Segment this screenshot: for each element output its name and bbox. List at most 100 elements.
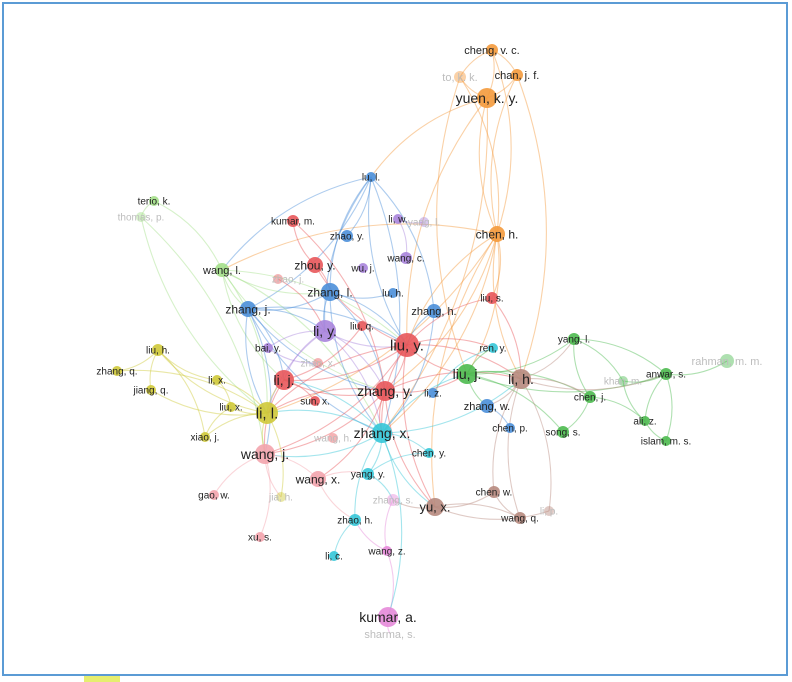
author-node-chen-h[interactable] — [489, 226, 505, 242]
author-node-chan-jf[interactable] — [511, 69, 523, 81]
author-node-ren-y[interactable] — [488, 343, 498, 353]
author-node-zhao-x[interactable] — [313, 358, 323, 368]
author-label-chen-p: chen, p. — [492, 424, 528, 435]
coauthor-link — [406, 233, 498, 346]
author-label-li-c: li, c. — [325, 552, 343, 563]
author-node-li-j[interactable] — [274, 370, 294, 390]
author-node-zhang-h[interactable] — [427, 304, 441, 318]
author-node-islam-ms[interactable] — [661, 436, 671, 446]
coauthor-link — [434, 506, 550, 520]
author-node-zhao-y[interactable] — [341, 230, 353, 242]
author-node-chen-y[interactable] — [424, 448, 434, 458]
author-node-liu-h[interactable] — [152, 344, 164, 356]
author-node-zhang-q[interactable] — [112, 366, 122, 376]
author-node-li-p[interactable] — [544, 506, 554, 516]
coauthor-link — [264, 390, 386, 455]
coauthor-link — [665, 360, 728, 376]
author-node-li-y[interactable] — [314, 320, 336, 342]
author-node-liu-s[interactable] — [486, 292, 498, 304]
author-node-bai-y[interactable] — [263, 343, 273, 353]
author-node-li-x[interactable] — [212, 375, 222, 385]
author-node-sun-x[interactable] — [310, 396, 320, 406]
author-node-yang-l[interactable] — [568, 333, 580, 345]
author-label-liu-q: liu, q. — [350, 322, 374, 333]
coauthor-link — [370, 97, 488, 178]
author-node-jia-h[interactable] — [276, 492, 286, 502]
author-node-terio-k[interactable] — [149, 196, 159, 206]
author-node-li-w[interactable] — [393, 214, 403, 224]
author-label-yu-x: yu, x. — [419, 500, 450, 515]
author-node-yu-x[interactable] — [426, 498, 444, 516]
author-label-yang-l: yang, l. — [558, 335, 590, 346]
author-node-wang-h[interactable] — [328, 433, 338, 443]
author-node-ali-z[interactable] — [640, 416, 650, 426]
author-node-lu-l[interactable] — [366, 172, 376, 182]
author-node-li-z[interactable] — [428, 388, 438, 398]
author-node-kumar-a[interactable] — [378, 607, 398, 627]
coauthor-link — [434, 503, 521, 519]
coauthor-link — [314, 264, 408, 346]
coauthor-link — [381, 310, 435, 434]
author-node-anwar-s[interactable] — [660, 368, 672, 380]
author-node-liu-y[interactable] — [395, 333, 419, 357]
author-node-liu-j[interactable] — [457, 364, 477, 384]
author-node-zhang-j[interactable] — [240, 301, 256, 317]
author-node-zhang-s[interactable] — [387, 494, 399, 506]
author-node-yang-y[interactable] — [362, 468, 374, 480]
author-node-thomas-p[interactable] — [136, 212, 146, 222]
author-node-zhang-l[interactable] — [321, 283, 339, 301]
author-node-chen-j[interactable] — [584, 391, 596, 403]
author-node-zhao-h[interactable] — [349, 514, 361, 526]
coauthor-link — [153, 200, 223, 271]
coauthor-link — [283, 379, 383, 434]
author-node-gao-w[interactable] — [209, 490, 219, 500]
author-node-xu-s[interactable] — [255, 532, 265, 542]
coauthor-link — [247, 308, 272, 455]
author-node-chen-w[interactable] — [488, 486, 500, 498]
coauthor-link — [221, 223, 498, 271]
author-node-wang-c[interactable] — [400, 252, 412, 264]
author-label-ali-z: ali, z. — [633, 417, 656, 428]
author-node-khan-m[interactable] — [618, 376, 628, 386]
author-label-kumar-m: kumar, m. — [271, 217, 315, 228]
coauthor-link — [247, 306, 408, 346]
author-node-wu-j[interactable] — [358, 263, 368, 273]
author-node-wang-j[interactable] — [255, 444, 275, 464]
author-node-li-h[interactable] — [511, 369, 531, 389]
author-node-zhou-y[interactable] — [307, 257, 323, 273]
author-node-zhao-j[interactable] — [273, 274, 283, 284]
author-node-kumar-m[interactable] — [287, 215, 299, 227]
coauthor-link — [573, 338, 667, 375]
coauthor-link — [283, 344, 408, 382]
coauthor-link — [402, 344, 436, 508]
author-node-zhang-w[interactable] — [480, 399, 494, 413]
author-node-to-kk[interactable] — [454, 71, 466, 83]
author-node-liu-q[interactable] — [357, 321, 367, 331]
author-node-wang-x[interactable] — [310, 471, 326, 487]
author-node-rahman-mm[interactable] — [720, 354, 734, 368]
author-node-li-c[interactable] — [329, 551, 339, 561]
author-node-lu-h[interactable] — [388, 288, 398, 298]
author-node-cheng-vc[interactable] — [486, 44, 498, 56]
author-node-chen-p[interactable] — [505, 423, 515, 433]
coauthor-link — [431, 233, 498, 508]
author-node-wang-l[interactable] — [215, 263, 229, 277]
author-label-zhao-x: zhao, x. — [300, 359, 335, 370]
author-node-jiang-q[interactable] — [146, 385, 156, 395]
author-node-yang-l-top[interactable] — [419, 217, 429, 227]
scroll-indicator — [84, 676, 120, 682]
author-node-liu-x[interactable] — [226, 402, 236, 412]
coauthor-link — [157, 349, 206, 438]
author-label-to-kk: to, k. k. — [442, 72, 477, 84]
author-node-li-l[interactable] — [256, 402, 278, 424]
author-node-wang-q[interactable] — [514, 512, 526, 524]
coauthor-link — [490, 74, 518, 235]
author-node-zhang-y[interactable] — [375, 381, 395, 401]
coauthor-link — [264, 344, 408, 455]
author-node-zhang-x[interactable] — [372, 423, 392, 443]
author-node-song-s[interactable] — [557, 426, 569, 438]
author-label-zhao-y: zhao, y. — [330, 232, 364, 243]
author-node-xiao-j[interactable] — [200, 432, 210, 442]
author-node-yuen-ky[interactable] — [477, 88, 497, 108]
author-node-wang-z[interactable] — [382, 546, 392, 556]
